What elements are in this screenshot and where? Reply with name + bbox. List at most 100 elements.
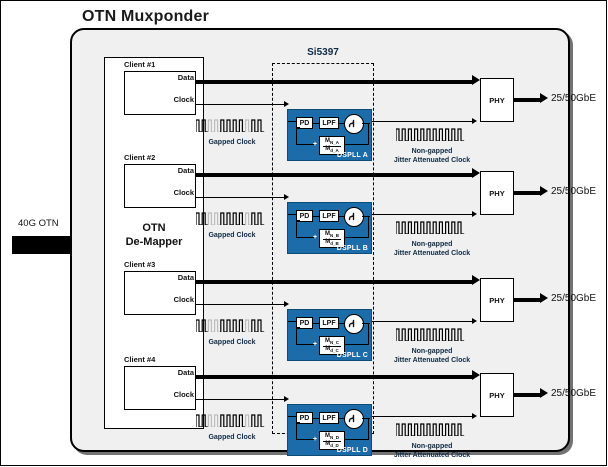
data-bus-line [196, 375, 474, 379]
clock-port-label: Clock [173, 95, 194, 104]
client-label: Client #3 [124, 260, 156, 269]
nongapped-clock-label-2: Jitter Attenuated Clock [393, 357, 471, 365]
dspll-name-label: DSPLL D [336, 447, 368, 454]
dspll-block: PD LPF MN_B Md_B + DSPLL B [287, 202, 372, 254]
feedback-drop-wire [368, 122, 370, 145]
clock-input-arrow [284, 101, 289, 107]
recovered-clock-arrow [472, 118, 477, 124]
lpf-to-nco-wire [339, 215, 344, 217]
pd-to-lpf-wire [313, 122, 319, 124]
si5397-label: Si5397 [307, 47, 339, 58]
feedback-into-pd-wire [296, 219, 300, 221]
feedback-into-pd-wire [296, 326, 300, 328]
data-port-label: Data [177, 273, 194, 282]
gapped-clock-waveform: Gapped Clock [192, 413, 272, 442]
divider-numerator: MN_B [324, 230, 339, 238]
nco-output-wire [362, 215, 370, 217]
loop-filter-unit: LPF [319, 117, 339, 129]
nco-oscillator-icon [344, 409, 364, 429]
client-block [124, 71, 196, 115]
client-label: Client #2 [124, 153, 156, 162]
phy-output-line [514, 191, 542, 195]
gapped-clock-label: Gapped Clock [208, 139, 256, 146]
data-port-label: Data [177, 73, 194, 82]
data-bus-arrow [472, 75, 480, 85]
otn-demapper-label: OTN De-Mapper [104, 222, 204, 250]
dspll-block: PD LPF MN_C Md_C + DSPLL C [287, 309, 372, 361]
divider-fraction-bar [323, 146, 341, 147]
gapped-clock-waveform: Gapped Clock [192, 118, 272, 147]
phy-block: PHY [480, 278, 514, 322]
lpf-to-nco-wire [339, 322, 344, 324]
divider-denominator: Md_C [325, 346, 339, 354]
phy-output-line [514, 98, 542, 102]
nco-output-wire [362, 417, 370, 419]
feedback-drop-wire [368, 322, 370, 345]
clock-input-arrow [284, 301, 289, 307]
clock-input-arrow [284, 194, 289, 200]
phase-detector-unit: PD [296, 317, 313, 329]
data-bus-arrow [472, 370, 480, 380]
pd-to-lpf-wire [313, 215, 319, 217]
clock-port-label: Clock [173, 390, 194, 399]
nco-output-wire [362, 322, 370, 324]
clock-line-to-pll [196, 104, 286, 106]
dspll-block: PD LPF MN_A Md_A + DSPLL A [287, 109, 372, 161]
pll-input-wire [288, 121, 297, 123]
dspll-name-label: DSPLL C [336, 352, 368, 359]
feedback-drop-wire [368, 417, 370, 440]
divider-return-wire [296, 439, 314, 441]
recovered-clock-arrow [472, 318, 477, 324]
divider-return-wire [296, 144, 314, 146]
divider-numerator: MN_C [324, 337, 339, 345]
recovered-clock-line [372, 416, 474, 418]
client-label: Client #1 [124, 60, 156, 69]
recovered-clock-arrow [472, 211, 477, 217]
feedback-divider-block: MN_A Md_A [319, 136, 345, 155]
phy-block: PHY [480, 373, 514, 417]
gapped-clock-waveform: Gapped Clock [192, 318, 272, 347]
input-arrow-body [12, 236, 74, 254]
gapped-clock-waveform: Gapped Clock [192, 211, 272, 240]
gapped-clock-label: Gapped Clock [208, 434, 256, 441]
recovered-clock-line [372, 214, 474, 216]
clock-port-label: Clock [173, 295, 194, 304]
nco-oscillator-icon [344, 207, 364, 227]
dspll-name-label: DSPLL B [336, 245, 368, 252]
divider-return-wire [296, 237, 314, 239]
phy-block: PHY [480, 78, 514, 122]
pll-input-wire [288, 416, 297, 418]
nongapped-clock-waveform: Non-gapped Jitter Attenuated Clock [389, 327, 475, 365]
feedback-divider-block: MN_B Md_B [319, 229, 345, 248]
divider-numerator: MN_D [324, 432, 339, 440]
nongapped-clock-label-1: Non-gapped [411, 348, 453, 355]
nongapped-clock-label-1: Non-gapped [411, 241, 453, 248]
divider-numerator: MN_A [324, 137, 339, 145]
feedback-to-divider-wire [345, 344, 369, 346]
divider-denominator: Md_A [325, 146, 339, 154]
feedback-into-pd-wire [296, 126, 300, 128]
feedback-to-divider-wire [345, 237, 369, 239]
feedback-divider-block: MN_D Md_D [319, 431, 345, 450]
clock-port-label: Clock [173, 188, 194, 197]
nongapped-clock-waveform: Non-gapped Jitter Attenuated Clock [389, 127, 475, 165]
dspll-block: PD LPF MN_D Md_D + DSPLL D [287, 404, 372, 456]
demapper-line-1: OTN [142, 222, 166, 234]
nco-oscillator-icon [344, 314, 364, 334]
clock-input-arrow [284, 396, 289, 402]
divider-return-wire [296, 344, 314, 346]
data-bus-arrow [472, 275, 480, 285]
feedback-into-pd-wire [296, 421, 300, 423]
nongapped-clock-waveform: Non-gapped Jitter Attenuated Clock [389, 422, 475, 460]
feedback-riser-wire [296, 127, 298, 145]
pd-to-lpf-wire [313, 322, 319, 324]
recovered-clock-arrow [472, 413, 477, 419]
data-bus-arrow [472, 168, 480, 178]
client-block [124, 366, 196, 410]
data-bus-line [196, 80, 474, 84]
divider-fraction-bar [323, 346, 341, 347]
nongapped-clock-label-2: Jitter Attenuated Clock [393, 250, 471, 258]
phase-detector-unit: PD [296, 117, 313, 129]
